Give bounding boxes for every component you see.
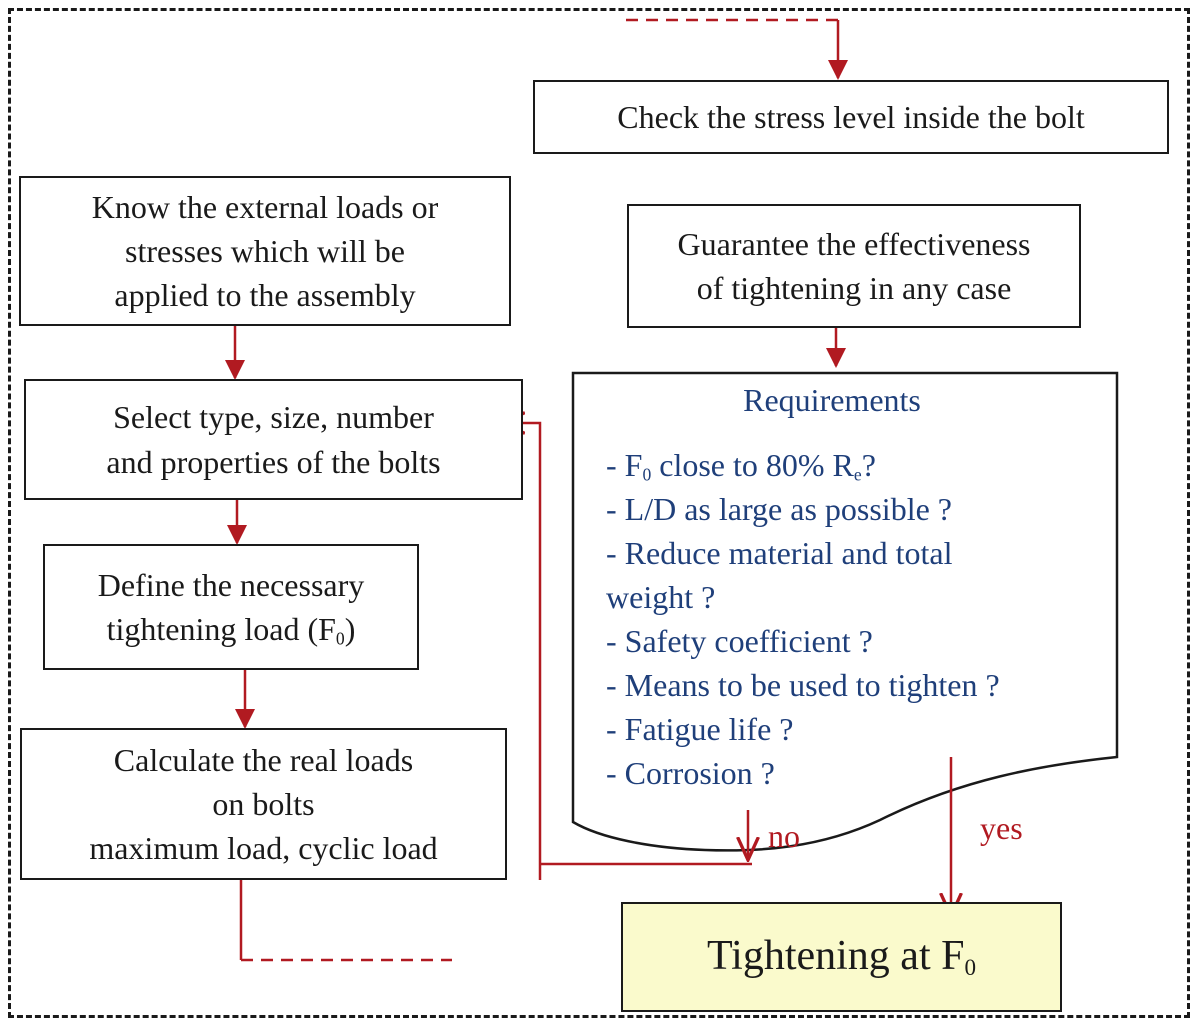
requirement-item: - Fatigue life ? bbox=[606, 711, 794, 747]
requirement-item: - Corrosion ? bbox=[606, 755, 775, 791]
requirement-item: - L/D as large as possible ? bbox=[606, 491, 952, 527]
check-stress-box: Check the stress level inside the bolt bbox=[533, 80, 1169, 154]
know-loads-line-1: Know the external loads or bbox=[91, 188, 439, 225]
guarantee-box: Guarantee the effectiveness of tightenin… bbox=[627, 204, 1081, 328]
guarantee-line-2: of tightening in any case bbox=[696, 270, 1012, 306]
requirement-item: weight ? bbox=[606, 579, 716, 615]
requirement-item: - Means to be used to tighten ? bbox=[606, 667, 1000, 703]
calculate-box: Calculate the real loads on bolts maximu… bbox=[20, 728, 507, 880]
requirements-document-shape bbox=[571, 371, 1119, 852]
check-stress-label: Check the stress level inside the bolt bbox=[617, 98, 1085, 135]
select-type-box: Select type, size, number and properties… bbox=[24, 379, 523, 500]
requirement-sub-f0: 0 bbox=[642, 464, 652, 485]
yes-label: yes bbox=[980, 810, 1023, 846]
define-load-subscript: 0 bbox=[335, 628, 345, 649]
requirements-title: Requirements bbox=[743, 382, 921, 418]
select-type-line-2: and properties of the bolts bbox=[106, 443, 441, 480]
define-load-line-2: tightening load (F0) bbox=[107, 607, 356, 651]
know-loads-line-2: stresses which will be bbox=[125, 232, 405, 269]
know-loads-line-3: applied to the assembly bbox=[114, 277, 416, 314]
guarantee-line-1: Guarantee the effectiveness bbox=[677, 225, 1031, 262]
define-load-line-1: Define the necessary bbox=[97, 566, 365, 603]
define-load-close: ) bbox=[344, 611, 356, 647]
requirement-item: - Safety coefficient ? bbox=[606, 623, 873, 659]
tightening-final-label: Tightening at F0 bbox=[707, 928, 976, 986]
dashed-frame bbox=[8, 8, 1190, 1018]
tightening-text: Tightening at F bbox=[706, 933, 965, 980]
calculate-line-3: maximum load, cyclic load bbox=[89, 830, 438, 867]
no-feedback-loop bbox=[502, 423, 752, 880]
requirement-sub-re: e bbox=[853, 464, 862, 485]
requirement-item: - Reduce material and total bbox=[606, 535, 953, 571]
calculate-line-1: Calculate the real loads bbox=[113, 741, 414, 778]
know-loads-box: Know the external loads or stresses whic… bbox=[19, 176, 511, 326]
define-load-box: Define the necessary tightening load (F0… bbox=[43, 544, 419, 670]
tightening-subscript: 0 bbox=[964, 953, 977, 980]
define-load-text: tightening load (F bbox=[106, 611, 336, 647]
tightening-final-box: Tightening at F0 bbox=[621, 902, 1062, 1012]
requirements-list: - F0 close to 80% Re? - L/D as large as … bbox=[606, 443, 1066, 795]
select-type-line-1: Select type, size, number bbox=[113, 399, 434, 436]
calculate-line-2: on bolts bbox=[212, 785, 315, 822]
requirement-item: - F0 close to 80% Re? bbox=[606, 447, 876, 485]
no-label: no bbox=[768, 818, 800, 854]
